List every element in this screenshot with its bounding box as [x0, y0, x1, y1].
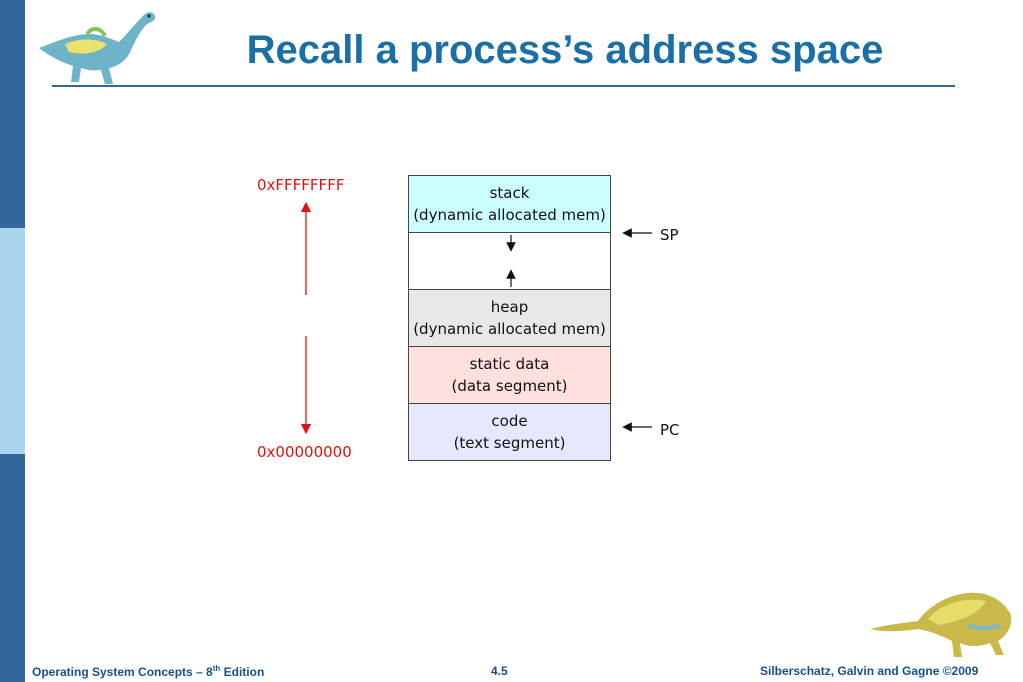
segment-static-data-line2: (data segment) — [451, 377, 568, 395]
segment-stack: stack (dynamic allocated mem) — [408, 175, 611, 233]
title-underline — [52, 85, 955, 87]
segment-code-line2: (text segment) — [453, 434, 566, 452]
segment-static-data-line1: static data — [469, 355, 550, 373]
dinosaur-footer-icon — [870, 592, 1012, 657]
dinosaur-logo-icon — [39, 12, 156, 84]
segment-heap-line1: heap — [490, 298, 529, 316]
address-top-label: 0xFFFFFFFF — [257, 176, 345, 194]
footer-book-title-prefix: Operating System Concepts – 8 — [32, 665, 213, 679]
footer-authors: Silberschatz, Galvin and Gagne ©2009 — [760, 664, 979, 678]
slide-title: Recall a process’s address space — [246, 28, 884, 72]
footer-book-title-sup: th — [212, 664, 221, 673]
segment-heap-line2: (dynamic allocated mem) — [413, 320, 606, 338]
sidebar-band-middle — [0, 228, 25, 454]
footer-book-title: Operating System Concepts – 8th Edition — [32, 664, 264, 679]
segment-code-line1: code — [491, 412, 528, 430]
sidebar-band-bottom — [0, 454, 25, 682]
address-bottom-label: 0x00000000 — [257, 443, 352, 461]
footer-page-number: 4.5 — [491, 664, 508, 678]
segment-stack-line1: stack — [489, 184, 530, 202]
segment-code: code (text segment) — [408, 403, 611, 461]
segment-heap: heap (dynamic allocated mem) — [408, 289, 611, 347]
pc-label: PC — [660, 421, 680, 439]
sidebar-band-top — [0, 0, 25, 228]
footer-book-title-suffix: Edition — [220, 665, 265, 679]
segment-stack-line2: (dynamic allocated mem) — [413, 206, 606, 224]
sp-label: SP — [660, 226, 679, 244]
segment-gap — [408, 232, 611, 290]
segment-static-data: static data (data segment) — [408, 346, 611, 404]
